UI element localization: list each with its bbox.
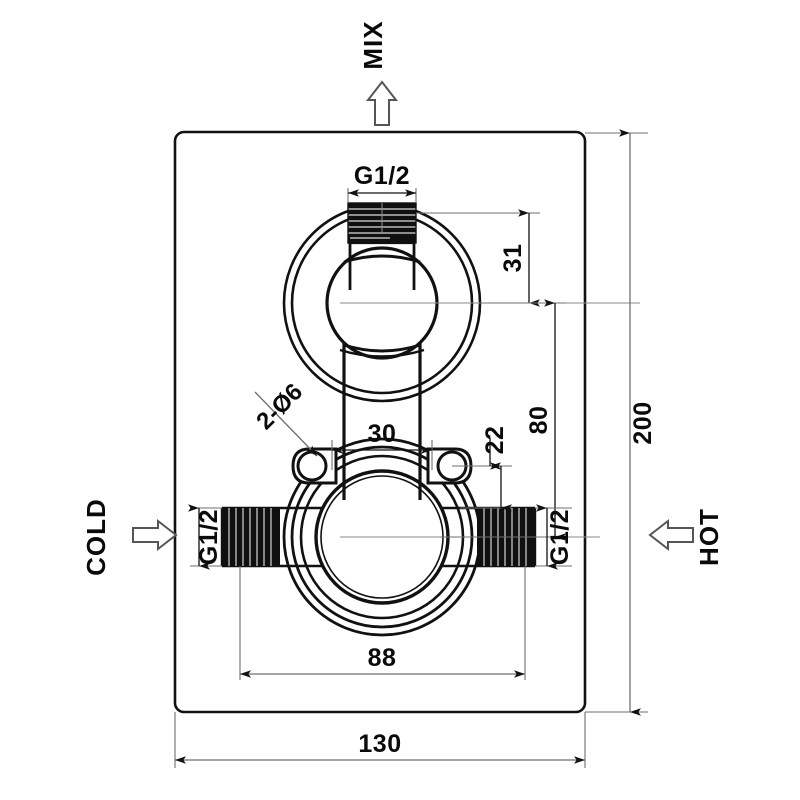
dim-label-130: 130 (358, 730, 401, 758)
hot-label: HOT (694, 508, 724, 566)
dim-label-left-inlet: G1/2 (195, 509, 223, 565)
dim-label-88: 88 (368, 644, 397, 672)
wall-plate-outline (173, 130, 587, 714)
dim-label-200: 200 (629, 401, 657, 444)
hot-arrow-icon (648, 518, 694, 552)
dimension-ear-offset-22: 22 (452, 426, 512, 512)
dimension-outlet-height-31: 31 (416, 209, 540, 307)
bell-bottom-shoulder-2 (339, 348, 425, 358)
dimension-center-height-80: 80 (440, 299, 566, 541)
mix-flow-indicator: MIX (358, 20, 399, 126)
outlet-barrel (348, 243, 416, 290)
dim-label-80: 80 (525, 406, 553, 435)
hot-flow-indicator: HOT (648, 508, 724, 566)
bell-bottom-shoulder (343, 343, 421, 353)
dimension-overall-height-200: 200 (585, 129, 657, 716)
cold-label: COLD (81, 498, 111, 576)
cold-arrow-icon (132, 518, 178, 552)
neck-to-body (342, 470, 422, 500)
annotation-mounting-holes: 2-Ø6 (251, 378, 318, 457)
dimension-overall-width-130: 130 (174, 712, 586, 768)
dim-label-30: 30 (368, 420, 397, 448)
dimension-top-thread-G12: G1/2 (347, 162, 417, 203)
left-inlet-thread-G12 (222, 508, 280, 566)
dim-label-right-inlet: G1/2 (546, 509, 574, 565)
mix-arrow-icon (365, 80, 399, 126)
dim-label-22: 22 (481, 426, 509, 455)
mounting-ear-left (291, 447, 338, 485)
cold-flow-indicator: COLD (81, 498, 178, 576)
dimension-right-inlet-G12: G1/2 (535, 504, 574, 570)
annotation-label-2-dia-6: 2-Ø6 (251, 378, 308, 435)
mounting-hole-left (296, 450, 328, 482)
mix-label: MIX (358, 20, 388, 69)
dim-label-top-thread: G1/2 (354, 162, 410, 190)
dimension-left-inlet-G12: G1/2 (188, 504, 223, 570)
dimension-neck-width-30: 30 (331, 420, 433, 470)
dim-label-31: 31 (499, 244, 527, 273)
dimension-inlet-span-88: 88 (239, 566, 526, 680)
leader-line-mounting-holes (254, 391, 318, 457)
